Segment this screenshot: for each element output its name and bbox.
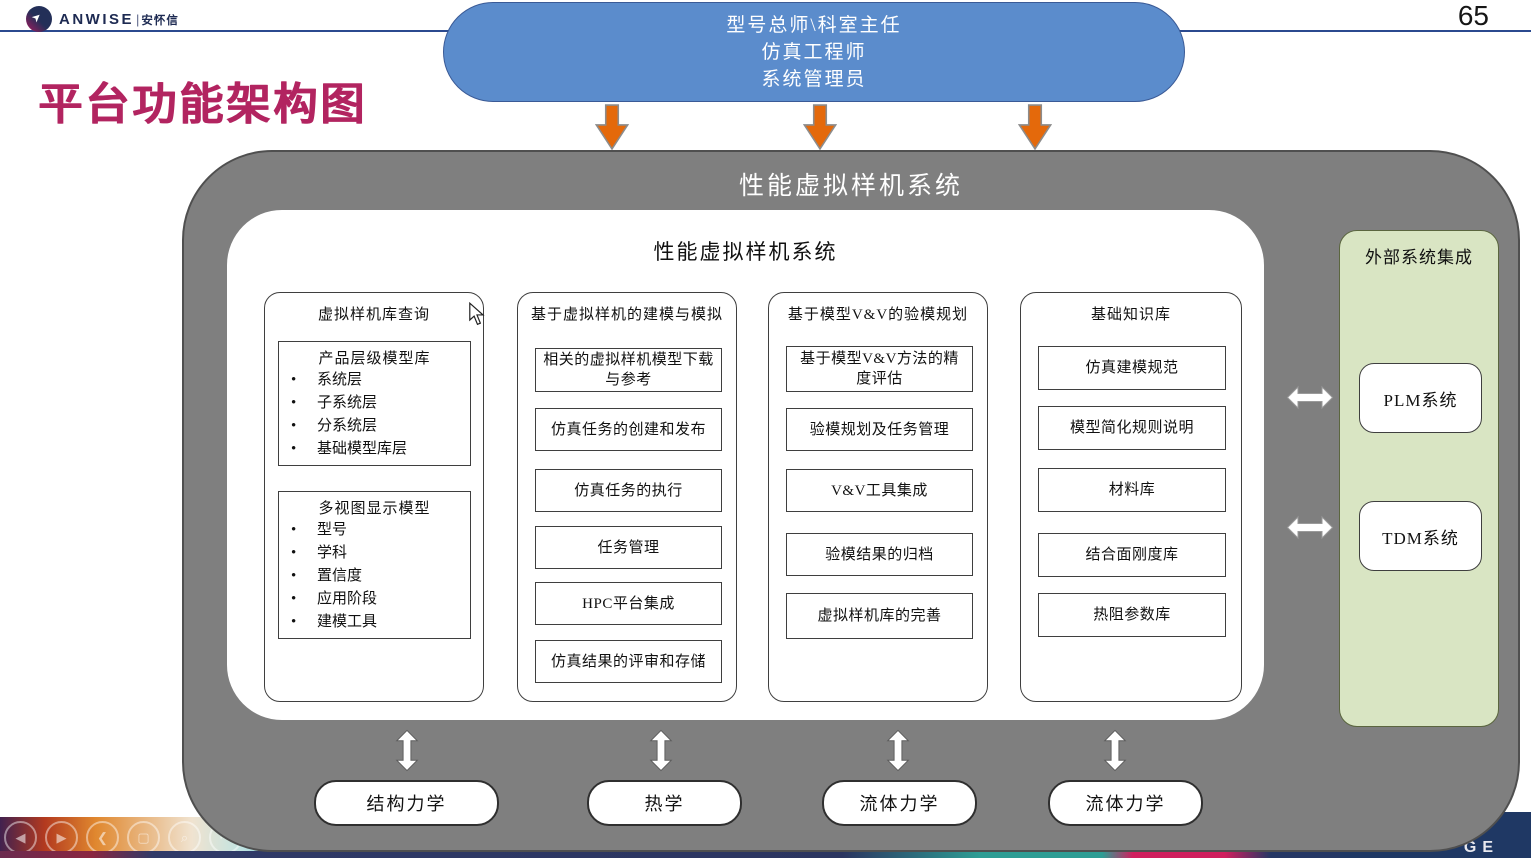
function-box: 热阻参数库 [1038, 593, 1226, 637]
bullet-item: 置信度 [317, 568, 363, 584]
plm-system-box: PLM系统 [1359, 363, 1482, 433]
double-arrow-vertical-icon [886, 729, 910, 772]
bullet-icon: • [291, 395, 297, 411]
anwise-logo: ➤ ANWISE|安怀信 [26, 5, 179, 33]
logo-divider: | [136, 11, 140, 27]
system-outer-title: 性能虚拟样机系统 [738, 173, 963, 200]
double-arrow-horizontal-icon [1286, 515, 1334, 540]
function-box: 模型简化规则说明 [1038, 406, 1226, 450]
down-arrow-icon [1018, 104, 1052, 150]
bullet-icon: • [291, 418, 297, 434]
column-prototype-library-query: 虚拟样机库查询 产品层级模型库 • 系统层 • 子系统层 • 分系统层 • 基础模型库层… [264, 292, 484, 702]
bullet-item: 建模工具 [317, 614, 378, 630]
group-multiview-model: 多视图显示模型 • 型号 • 学科 • 置信度 • 应用阶段 • 建模工具 [278, 491, 471, 639]
search-icon[interactable]: ⌕ [168, 821, 201, 854]
double-arrow-vertical-icon [395, 729, 419, 772]
function-box: 验模规划及任务管理 [786, 408, 973, 451]
group-title: 多视图显示模型 [318, 501, 431, 517]
discipline-box-fluid-2: 流体力学 [1048, 780, 1203, 826]
bullet-icon: • [291, 441, 297, 457]
external-systems-panel: 外部系统集成 PLM系统 TDM系统 [1339, 230, 1499, 727]
group-title: 产品层级模型库 [318, 351, 431, 367]
bottom-color-strip [0, 851, 1531, 858]
prev-icon[interactable]: ◀ [4, 821, 37, 854]
tdm-system-box: TDM系统 [1359, 501, 1482, 571]
function-box: 材料库 [1038, 468, 1226, 512]
function-box: 仿真结果的评审和存储 [535, 640, 722, 683]
function-box: HPC平台集成 [535, 582, 722, 625]
logo-brand: ANWISE [59, 10, 134, 28]
discipline-box-structural: 结构力学 [314, 780, 499, 826]
system-inner-title: 性能虚拟样机系统 [653, 240, 838, 264]
column-header: 虚拟样机库查询 [317, 307, 430, 323]
role-line: 仿真工程师 [761, 42, 867, 63]
bullet-item: 分系统层 [317, 418, 378, 434]
bullet-item: 系统层 [317, 372, 363, 388]
column-modeling-simulation: 基于虚拟样机的建模与模拟 相关的虚拟样机模型下载与参考 仿真任务的创建和发布 仿… [517, 292, 737, 702]
function-box: 结合面刚度库 [1038, 533, 1226, 577]
column-knowledge-base: 基础知识库 仿真建模规范 模型简化规则说明 材料库 结合面刚度库 热阻参数库 [1020, 292, 1242, 702]
bullet-icon: • [291, 568, 297, 584]
bullet-item: 学科 [317, 545, 348, 561]
role-line: 系统管理员 [761, 69, 867, 90]
function-box: 仿真建模规范 [1038, 346, 1226, 390]
double-arrow-vertical-icon [649, 729, 673, 772]
down-arrow-icon [595, 104, 629, 150]
discipline-box-thermal: 热学 [587, 780, 742, 826]
anwise-logo-icon: ➤ [26, 6, 52, 32]
bullet-icon: • [291, 545, 297, 561]
function-box: V&V工具集成 [786, 469, 973, 512]
group-product-model-library: 产品层级模型库 • 系统层 • 子系统层 • 分系统层 • 基础模型库层 [278, 341, 471, 466]
play-icon[interactable]: ▶ [45, 821, 78, 854]
bullet-item: 应用阶段 [317, 591, 378, 607]
frame-icon[interactable]: ▢ [127, 821, 160, 854]
function-box: 虚拟样机库的完善 [786, 593, 973, 639]
column-header: 基于虚拟样机的建模与模拟 [530, 307, 723, 323]
bullet-item: 型号 [317, 522, 348, 538]
footer-brand-partial: GE [1463, 839, 1499, 856]
down-arrow-icon [803, 104, 837, 150]
mouse-cursor [469, 302, 485, 326]
bullet-item: 基础模型库层 [317, 441, 408, 457]
double-arrow-vertical-icon [1103, 729, 1127, 772]
column-header: 基础知识库 [1090, 307, 1171, 323]
back-icon[interactable]: ❮ [86, 821, 119, 854]
anwise-logo-text: ANWISE|安怀信 [59, 11, 179, 28]
bullet-icon: • [291, 614, 297, 630]
slide-title: 平台功能架构图 [38, 80, 367, 129]
function-box: 任务管理 [535, 526, 722, 569]
logo-company-cn: 安怀信 [141, 14, 179, 27]
function-box: 仿真任务的执行 [535, 469, 722, 512]
function-box: 基于模型V&V方法的精度评估 [786, 346, 973, 392]
bullet-item: 子系统层 [317, 395, 378, 411]
column-header: 基于模型V&V的验模规划 [787, 307, 969, 323]
system-inner-panel: 性能虚拟样机系统 虚拟样机库查询 产品层级模型库 • 系统层 • 子系统层 • 分系统… [227, 210, 1264, 720]
system-container: 性能虚拟样机系统 性能虚拟样机系统 虚拟样机库查询 产品层级模型库 • 系统层 •… [182, 150, 1520, 852]
external-panel-title: 外部系统集成 [1365, 248, 1473, 267]
column-vv-planning: 基于模型V&V的验模规划 基于模型V&V方法的精度评估 验模规划及任务管理 V&… [768, 292, 988, 702]
roles-banner: 型号总师\科室主任 仿真工程师 系统管理员 [443, 2, 1185, 102]
bullet-icon: • [291, 522, 297, 538]
function-box: 仿真任务的创建和发布 [535, 408, 722, 451]
bullet-icon: • [291, 591, 297, 607]
page-number: 65 [1457, 0, 1489, 31]
footer-media-controls: ◀ ▶ ❮ ▢ ⌕ ⋯ [4, 821, 242, 854]
function-box: 相关的虚拟样机模型下载与参考 [535, 348, 722, 392]
bullet-icon: • [291, 372, 297, 388]
role-line: 型号总师\科室主任 [726, 15, 902, 36]
discipline-box-fluid-1: 流体力学 [822, 780, 977, 826]
double-arrow-horizontal-icon [1286, 385, 1334, 410]
function-box: 验模结果的归档 [786, 533, 973, 576]
